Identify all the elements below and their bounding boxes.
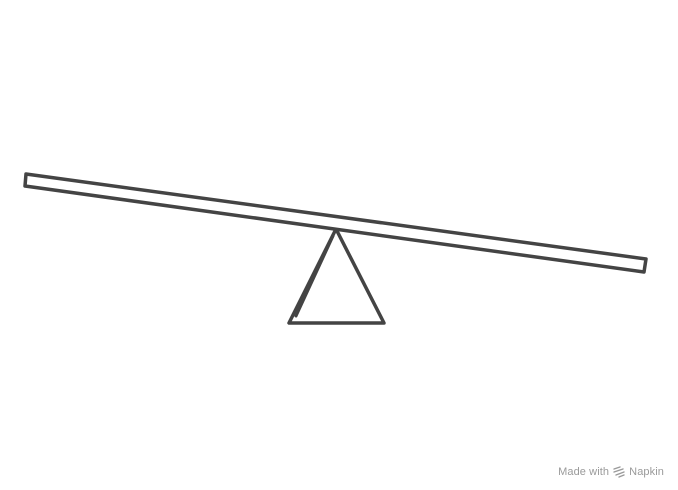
watermark-text: Made with — [558, 466, 610, 478]
seesaw-plank-body — [23, 172, 648, 274]
napkin-logo-icon — [613, 466, 625, 478]
watermark-brand: Napkin — [629, 466, 664, 478]
fulcrum — [287, 227, 386, 325]
seesaw-plank — [23, 172, 648, 274]
fulcrum-shading — [294, 234, 335, 318]
fulcrum-triangle — [287, 227, 386, 325]
napkin-watermark: Made with Napkin — [558, 466, 664, 478]
